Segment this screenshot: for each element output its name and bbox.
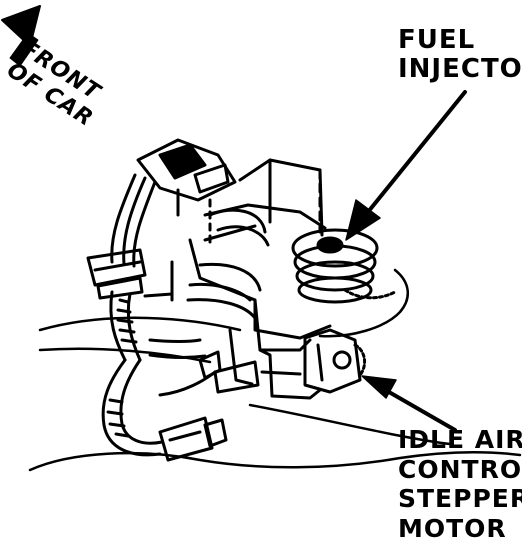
harness-connector-lower	[158, 416, 228, 462]
iac-motor-label: IDLE AIR CONTROL STEPPER MOTOR	[398, 425, 522, 543]
iac-motor-body	[303, 328, 367, 394]
wiring-harness	[101, 173, 260, 457]
iac-motor-arrow	[361, 375, 457, 432]
fuel-injector-label: FUEL INJECTOR	[398, 26, 522, 84]
fuel-injector-label-line1: FUEL	[398, 25, 476, 55]
fuel-injector-label-line2: INJECTOR	[398, 54, 522, 84]
iac-label-line2: CONTROL	[398, 454, 522, 484]
throttle-body	[143, 158, 332, 400]
iac-label-line4: MOTOR	[398, 513, 507, 543]
iac-label-line1: IDLE AIR	[398, 425, 522, 454]
fuel-injector-arrow	[345, 90, 467, 241]
harness-connector-middle	[86, 248, 147, 300]
harness-connector-upper	[136, 138, 237, 217]
front-of-car-arrow	[1, 5, 41, 67]
iac-label-line3: STEPPER	[398, 484, 522, 513]
injector-cap	[291, 228, 397, 304]
